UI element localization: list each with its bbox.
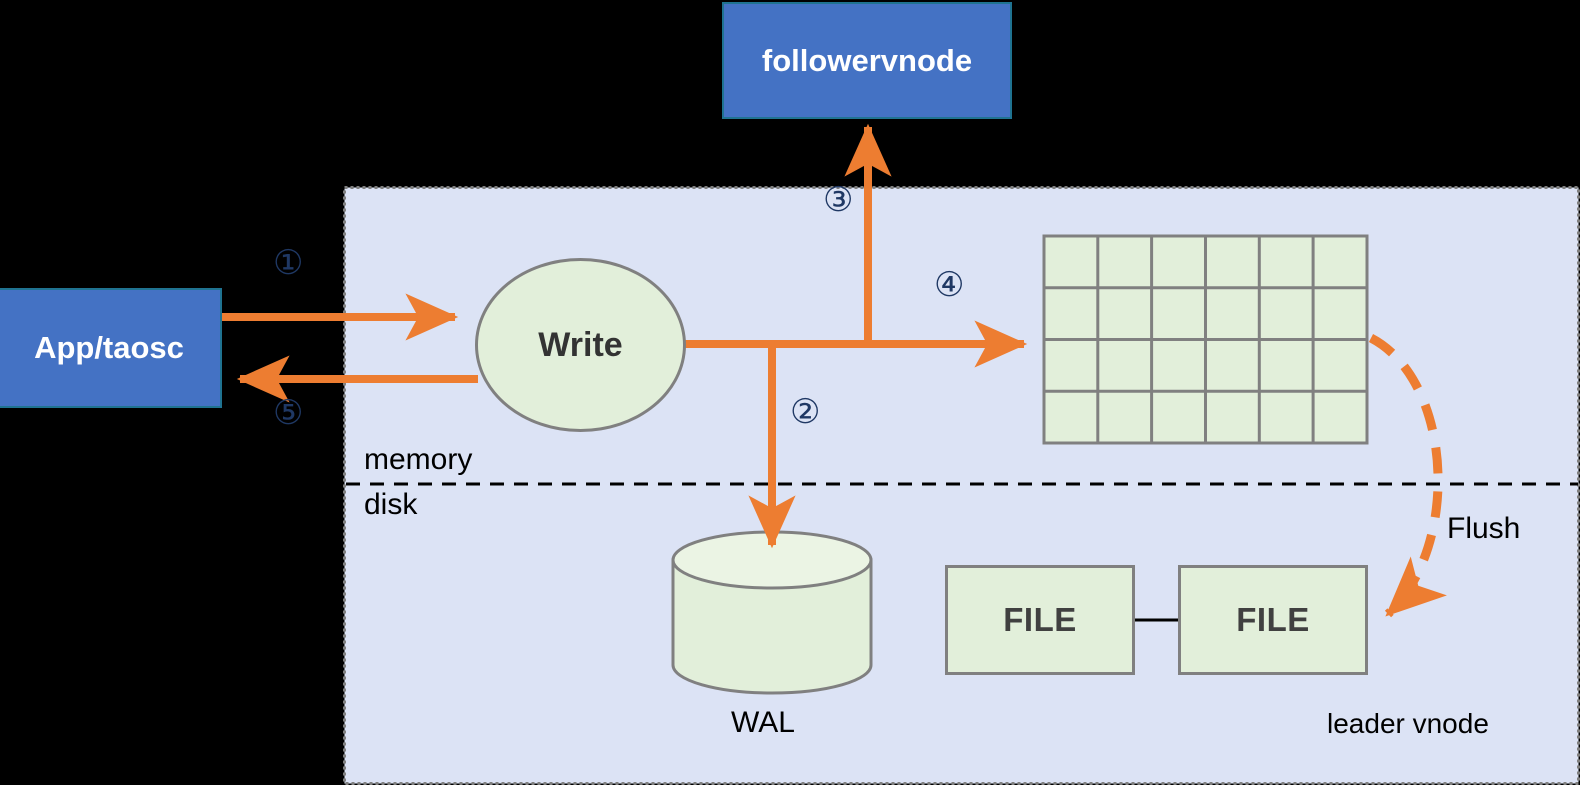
step-number-4: ④ <box>934 265 965 305</box>
flush-label: Flush <box>1447 512 1521 545</box>
wal-label: WAL <box>731 706 795 739</box>
follower-vnode-box[interactable]: follower vnode <box>722 2 1012 119</box>
step-number-1: ① <box>273 243 304 283</box>
step-number-2: ② <box>790 392 821 432</box>
leader-vnode-label: leader vnode <box>1327 708 1489 739</box>
write-label: Write <box>538 325 623 364</box>
step-number-3: ③ <box>823 180 854 220</box>
app-taosc-box[interactable]: App/taosc <box>0 288 222 408</box>
wal-cylinder <box>671 530 873 695</box>
follower-vnode-label-line2: vnode <box>880 42 973 78</box>
disk-label: disk <box>364 488 418 521</box>
arrow-flush-dashed <box>1368 334 1447 618</box>
memory-label: memory <box>364 443 473 476</box>
follower-vnode-label-line1: follower <box>761 42 881 78</box>
app-taosc-label: App/taosc <box>34 330 184 365</box>
file-box-1[interactable]: FILE <box>945 565 1135 675</box>
memory-table-grid <box>1042 234 1369 445</box>
file-box-2[interactable]: FILE <box>1178 565 1368 675</box>
file-box-2-label: FILE <box>1236 601 1310 638</box>
step-number-5: ⑤ <box>273 393 304 433</box>
file-box-1-label: FILE <box>1003 601 1077 638</box>
write-node[interactable]: Write <box>475 258 686 432</box>
